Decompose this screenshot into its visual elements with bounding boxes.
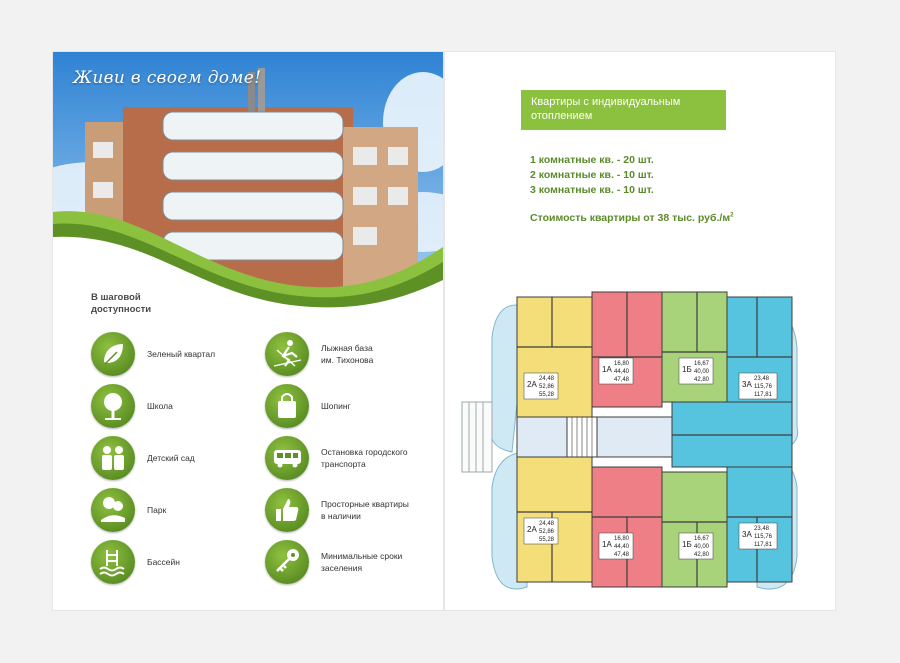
unit-2a-top: 2А 24,48 52,86 55,28: [523, 372, 559, 400]
unit-value: 16,80: [614, 536, 630, 542]
thumbs-up-icon: [265, 488, 309, 532]
unit-1a-top: 1А 16,80 44,40 47,48: [598, 357, 634, 385]
unit-value: 44,40: [614, 369, 630, 375]
count-1-room: 1 комнатные кв. - 20 шт.: [530, 154, 654, 166]
unit-value: 40,00: [694, 369, 710, 375]
shopping-bag-icon: [265, 384, 309, 428]
unit-value: 117,81: [754, 392, 773, 398]
left-page: Живи в своем доме! В шаговой доступности…: [53, 52, 443, 610]
nearby-title: В шаговой доступности: [91, 292, 151, 316]
unit-code: 3А: [742, 380, 752, 389]
nearby-title-line1: В шаговой: [91, 292, 141, 303]
key-icon: [265, 540, 309, 584]
unit-value: 55,28: [539, 537, 555, 543]
unit-value: 23,48: [754, 526, 770, 532]
banner-line1: Квартиры с индивидуальным: [531, 96, 681, 108]
amenity-label: Минимальные сроки: [321, 551, 403, 561]
unit-value: 16,80: [614, 361, 630, 367]
unit-3a-top: 3А 23,48 115,76 117,81: [738, 372, 778, 400]
amenity-label: Шопинг: [321, 401, 351, 411]
children-icon: [91, 436, 135, 480]
apartment-counts: 1 комнатные кв. - 20 шт. 2 комнатные кв.…: [530, 153, 654, 198]
unit-code: 2А: [527, 380, 537, 389]
bus-icon: [265, 436, 309, 480]
leaf-icon: [91, 332, 135, 376]
pool-icon: [91, 540, 135, 584]
unit-value: 16,67: [694, 361, 710, 367]
amenity-label-2: в наличии: [321, 511, 361, 521]
amenity-label: Остановка городского: [321, 447, 408, 457]
amenity-label: Бассейн: [147, 557, 180, 567]
amenity-label: Детский сад: [147, 453, 195, 463]
amenity-label: Школа: [147, 401, 173, 411]
tree-icon: [91, 384, 135, 428]
price-unit-sup: 2: [730, 212, 734, 219]
slogan: Живи в своем доме!: [73, 68, 262, 88]
unit-3a-bottom: 3А 23,48 115,76 117,81: [738, 522, 778, 550]
unit-value: 42,80: [694, 552, 710, 558]
price-label: Стоимость квартиры от 38 тыс. руб./м: [530, 212, 731, 224]
amenity-label-2: заселения: [321, 563, 363, 573]
building-photo: [53, 52, 443, 312]
banner-line2: отоплением: [531, 110, 593, 122]
unit-code: 1А: [602, 540, 612, 549]
amenity-label-2: транспорта: [321, 459, 366, 469]
unit-code: 2А: [527, 525, 537, 534]
amenity-label: Лыжная база: [321, 343, 373, 353]
floor-plan: 2А 24,48 52,86 55,28 1А 16,80 44,40 47,4…: [461, 291, 799, 590]
unit-2a-bottom: 2А 24,48 52,86 55,28: [523, 517, 559, 545]
unit-1a-bottom: 1А 16,80 44,40 47,48: [598, 532, 634, 560]
unit-value: 52,86: [539, 529, 555, 535]
amenity-label: Просторные квартиры: [321, 499, 409, 509]
unit-value: 115,76: [754, 384, 773, 390]
unit-value: 44,40: [614, 544, 630, 550]
amenity-label-2: им. Тихонова: [321, 355, 374, 365]
nearby-title-line2: доступности: [91, 304, 152, 315]
unit-value: 115,76: [754, 534, 773, 540]
unit-value: 24,48: [539, 521, 555, 527]
park-icon: [91, 488, 135, 532]
unit-value: 24,48: [539, 376, 555, 382]
price-text: Стоимость квартиры от 38 тыс. руб./м2: [530, 212, 733, 224]
right-page: Квартиры с индивидуальным отоплением 1 к…: [445, 52, 835, 610]
unit-value: 47,48: [614, 552, 630, 558]
unit-value: 16,67: [694, 536, 710, 542]
count-2-room: 2 комнатные кв. - 10 шт.: [530, 169, 654, 181]
unit-value: 23,48: [754, 376, 770, 382]
unit-value: 55,28: [539, 392, 555, 398]
unit-value: 47,48: [614, 377, 630, 383]
unit-value: 52,86: [539, 384, 555, 390]
skier-icon: [265, 332, 309, 376]
heating-banner: Квартиры с индивидуальным отоплением: [521, 90, 726, 130]
count-3-room: 3 комнатные кв. - 10 шт.: [530, 184, 654, 196]
unit-value: 42,80: [694, 377, 710, 383]
unit-1b-top: 1Б 16,67 40,00 42,80: [678, 357, 714, 385]
unit-value: 40,00: [694, 544, 710, 550]
unit-code: 1Б: [682, 365, 692, 374]
unit-value: 117,81: [754, 542, 773, 548]
amenity-label: Парк: [147, 505, 167, 515]
unit-code: 3А: [742, 530, 752, 539]
unit-1b-bottom: 1Б 16,67 40,00 42,80: [678, 532, 714, 560]
unit-code: 1А: [602, 365, 612, 374]
amenity-label: Зеленый квартал: [147, 349, 216, 359]
unit-code: 1Б: [682, 540, 692, 549]
